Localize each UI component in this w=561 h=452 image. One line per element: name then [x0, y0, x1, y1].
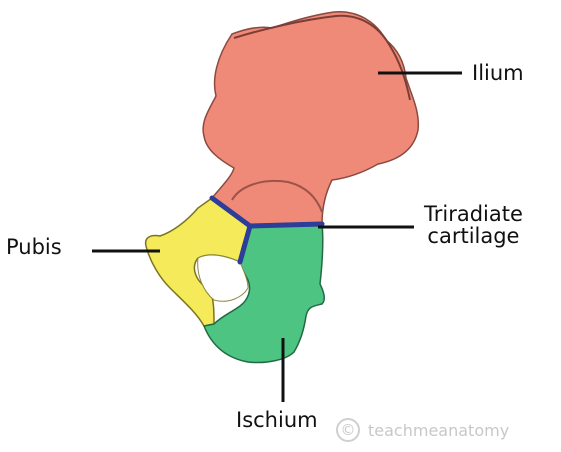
triradiate-cartilage-label: Triradiate cartilage — [424, 203, 523, 247]
copyright-icon: © — [336, 418, 360, 442]
pubis-label: Pubis — [6, 235, 62, 259]
ischium-label: Ischium — [236, 408, 318, 432]
acetabulum-rim-upper — [231, 180, 323, 213]
triradiate-label-line2: cartilage — [427, 224, 520, 249]
triradiate-cartilage — [209, 195, 325, 265]
obturator-foramen — [197, 254, 249, 302]
iliac-crest-line — [233, 14, 411, 101]
ilium-label: Ilium — [472, 61, 524, 85]
ilium-region — [202, 11, 420, 227]
watermark-text: teachmeanatomy — [368, 420, 510, 440]
watermark: © teachmeanatomy — [336, 418, 509, 442]
triradiate-label-line1: Triradiate — [424, 202, 523, 226]
